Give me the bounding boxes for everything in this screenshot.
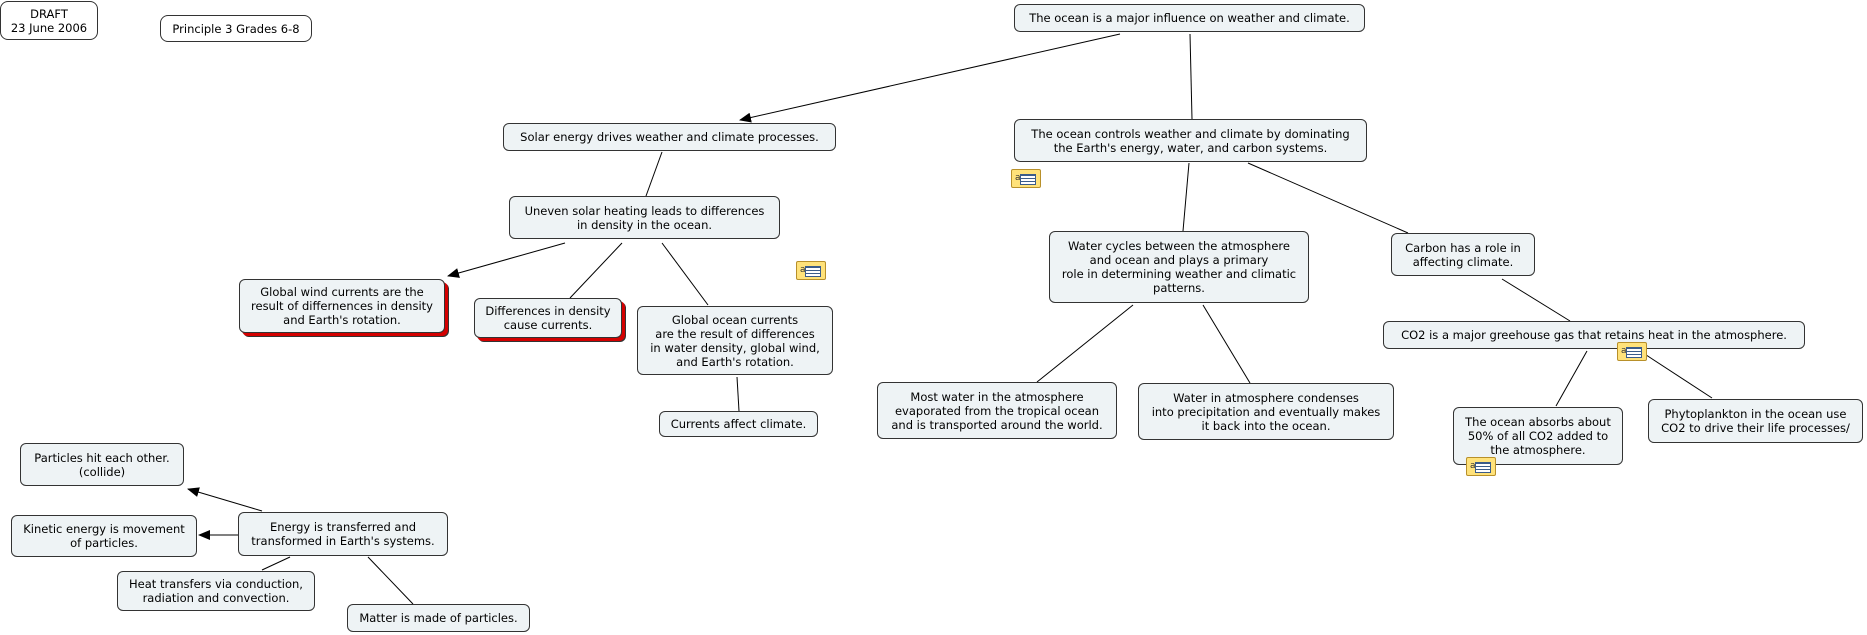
concept-text: patterns. xyxy=(1153,281,1205,295)
concept-ocean-absorbs[interactable]: The ocean absorbs about 50% of all CO2 a… xyxy=(1453,407,1623,465)
concept-text: Heat transfers via conduction, xyxy=(129,577,303,591)
concept-text: Matter is made of particles. xyxy=(359,611,518,625)
link-ocean-controls-to-water-cycles xyxy=(1182,162,1190,232)
concept-text: Currents affect climate. xyxy=(670,417,807,431)
concept-text: into precipitation and eventually makes xyxy=(1151,404,1381,419)
concept-text: and is transported around the world. xyxy=(891,417,1103,432)
concept-text: Global ocean currents xyxy=(671,312,799,327)
concept-text: it back into the ocean. xyxy=(1201,418,1331,433)
concept-text: in water density, global wind, xyxy=(650,340,820,355)
concept-wind-currents[interactable]: Global wind currents are the result of d… xyxy=(239,279,445,333)
concept-text: CO2 is a major greehouse gas that retain… xyxy=(1401,328,1787,342)
concept-global-ocean-currents[interactable]: Global ocean currents are the result of … xyxy=(637,306,833,375)
concept-text: the Earth's energy, water, and carbon sy… xyxy=(1053,140,1328,155)
concept-currents-climate[interactable]: Currents affect climate. xyxy=(659,411,818,437)
link-co2-to-phyto xyxy=(1639,350,1713,399)
concept-text: Solar energy drives weather and climate … xyxy=(520,130,819,144)
concept-ocean-major[interactable]: The ocean is a major influence on weathe… xyxy=(1014,4,1365,32)
concept-text: Most water in the atmosphere xyxy=(910,389,1084,404)
note-icon[interactable]: a xyxy=(1466,457,1496,476)
concept-text: Uneven solar heating leads to difference… xyxy=(524,203,765,218)
principle-text: Principle 3 Grades 6-8 xyxy=(172,21,300,36)
concept-ocean-controls[interactable]: The ocean controls weather and climate b… xyxy=(1014,119,1367,162)
concept-text: evaporated from the tropical ocean xyxy=(894,403,1100,418)
concept-text: affecting climate. xyxy=(1412,254,1514,269)
concept-text: in density in the ocean. xyxy=(576,217,713,232)
link-uneven-to-wind xyxy=(447,242,566,278)
concept-text: the atmosphere. xyxy=(1490,443,1586,457)
concept-text: result of differnences in density xyxy=(251,299,433,313)
concept-text: Differences in density xyxy=(485,304,611,318)
concept-text: CO2 to drive their life processes/ xyxy=(1661,421,1850,435)
draft-label: DRAFT 23 June 2006 xyxy=(0,1,98,40)
concept-particles-hit[interactable]: Particles hit each other. (collide) xyxy=(20,443,184,486)
draft-date: 23 June 2006 xyxy=(10,20,88,35)
concept-matter-particles[interactable]: Matter is made of particles. xyxy=(347,604,530,632)
concept-text: radiation and convection. xyxy=(142,591,290,605)
concept-text: Phytoplankton in the ocean use xyxy=(1664,407,1847,421)
link-uneven-to-density xyxy=(569,242,623,299)
link-water-cycles-to-condenses xyxy=(1202,304,1251,384)
link-water-cycles-to-most-water xyxy=(1036,304,1134,383)
concept-text: 50% of all CO2 added to xyxy=(1467,429,1609,443)
concept-text: are the result of differences xyxy=(655,326,815,341)
link-ocean-major-to-ocean-controls xyxy=(1189,33,1193,120)
concept-carbon-role[interactable]: Carbon has a role in affecting climate. xyxy=(1391,233,1535,276)
link-energy-to-matter xyxy=(367,556,414,605)
concept-energy-transfer[interactable]: Energy is transferred and transformed in… xyxy=(238,512,448,556)
concept-text: The ocean absorbs about xyxy=(1465,415,1611,429)
concept-text: Water cycles between the atmosphere xyxy=(1068,239,1290,253)
concept-solar-energy[interactable]: Solar energy drives weather and climate … xyxy=(503,123,836,151)
link-global-ocean-to-currents xyxy=(736,376,740,412)
concept-uneven-heating[interactable]: Uneven solar heating leads to difference… xyxy=(509,196,780,239)
concept-text: and Earth's rotation. xyxy=(283,313,401,327)
concept-most-water[interactable]: Most water in the atmosphere evaporated … xyxy=(877,382,1117,439)
draft-line: DRAFT xyxy=(30,6,68,21)
note-icon[interactable]: a xyxy=(796,261,826,280)
link-uneven-to-global-ocean xyxy=(661,242,709,306)
note-icon[interactable]: a xyxy=(1617,342,1647,361)
link-energy-to-heat xyxy=(261,556,291,571)
concept-text: of particles. xyxy=(70,536,138,550)
concept-text: transformed in Earth's systems. xyxy=(251,534,435,548)
concept-condenses[interactable]: Water in atmosphere condenses into preci… xyxy=(1138,383,1394,440)
concept-heat-transfers[interactable]: Heat transfers via conduction, radiation… xyxy=(117,571,315,611)
concept-text: The ocean is a major influence on weathe… xyxy=(1029,11,1350,25)
concept-text: (collide) xyxy=(78,464,126,479)
link-ocean-major-to-solar xyxy=(739,33,1121,123)
link-solar-to-uneven xyxy=(645,151,663,197)
link-co2-to-absorbs xyxy=(1555,350,1588,407)
concept-text: Carbon has a role in xyxy=(1405,240,1521,255)
concept-text: Kinetic energy is movement xyxy=(23,522,185,536)
concept-phytoplankton[interactable]: Phytoplankton in the ocean use CO2 to dr… xyxy=(1648,399,1863,443)
concept-kinetic-energy[interactable]: Kinetic energy is movement of particles. xyxy=(11,515,197,557)
concept-text: The ocean controls weather and climate b… xyxy=(1031,126,1350,141)
link-energy-to-particles-hit xyxy=(187,487,263,512)
concept-text: Global wind currents are the xyxy=(260,285,424,299)
concept-water-cycles[interactable]: Water cycles between the atmosphere and … xyxy=(1049,231,1309,303)
note-icon[interactable]: a xyxy=(1011,169,1041,188)
concept-text: Energy is transferred and xyxy=(269,520,417,534)
concept-text: cause currents. xyxy=(503,318,593,332)
concept-text: Water in atmosphere condenses xyxy=(1173,390,1359,405)
concept-text: and Earth's rotation. xyxy=(676,354,794,369)
concept-text: role in determining weather and climatic xyxy=(1061,267,1297,281)
concept-density-differences[interactable]: Differences in density cause currents. xyxy=(474,298,622,338)
concept-co2-greenhouse[interactable]: CO2 is a major greehouse gas that retain… xyxy=(1383,321,1805,349)
concept-text: and ocean and plays a primary xyxy=(1089,253,1269,267)
link-carbon-to-co2 xyxy=(1501,278,1571,322)
link-ocean-controls-to-carbon xyxy=(1247,162,1409,234)
principle-label: Principle 3 Grades 6-8 xyxy=(160,15,312,42)
concept-text: Particles hit each other. xyxy=(34,450,170,465)
